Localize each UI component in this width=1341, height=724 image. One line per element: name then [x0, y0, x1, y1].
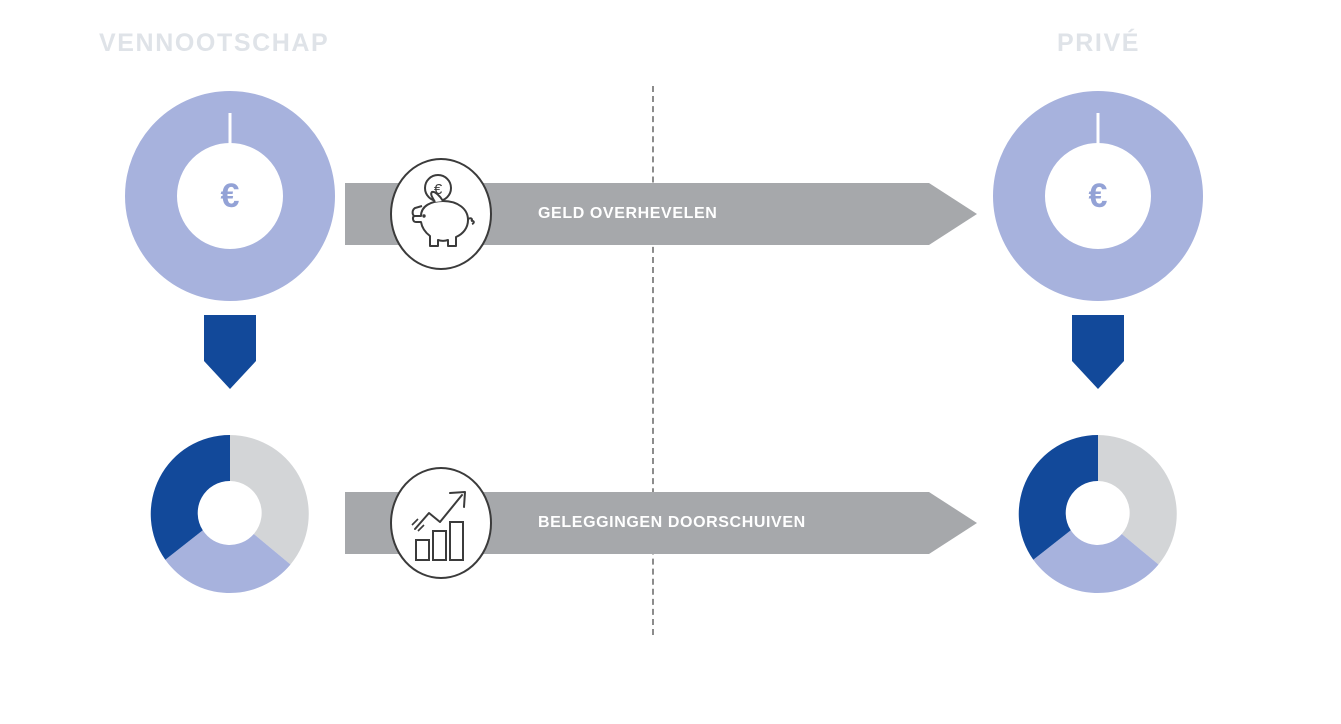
flow-banner-beleggingen-doorschuiven: BELEGGINGEN DOORSCHUIVEN	[345, 492, 977, 554]
growth-chart-icon	[388, 465, 494, 581]
svg-text:€: €	[434, 181, 443, 198]
column-heading-prive: PRIVÉ	[1057, 29, 1141, 57]
banner-arrow-shape	[345, 492, 977, 554]
down-arrow-right	[1070, 313, 1126, 391]
down-arrow-left	[202, 313, 258, 391]
flow-banner-geld-overhevelen: GELD OVERHEVELEN	[345, 183, 977, 245]
donut-chart-prive-beleggingen	[993, 409, 1203, 619]
vertical-divider	[652, 86, 654, 635]
flow-banner-label-geld-overhevelen: GELD OVERHEVELEN	[538, 205, 718, 222]
piggy-bank-icon: €	[388, 156, 494, 272]
banner-arrow-shape	[345, 183, 977, 245]
column-heading-vennootschap: VENNOOTSCHAP	[99, 29, 330, 57]
flow-banner-label-beleggingen-doorschuiven: BELEGGINGEN DOORSCHUIVEN	[538, 514, 806, 531]
donut-chart-prive-geld: €	[993, 91, 1203, 301]
donut-chart-vennootschap-geld: €	[125, 91, 335, 301]
donut-chart-vennootschap-beleggingen	[125, 409, 335, 619]
